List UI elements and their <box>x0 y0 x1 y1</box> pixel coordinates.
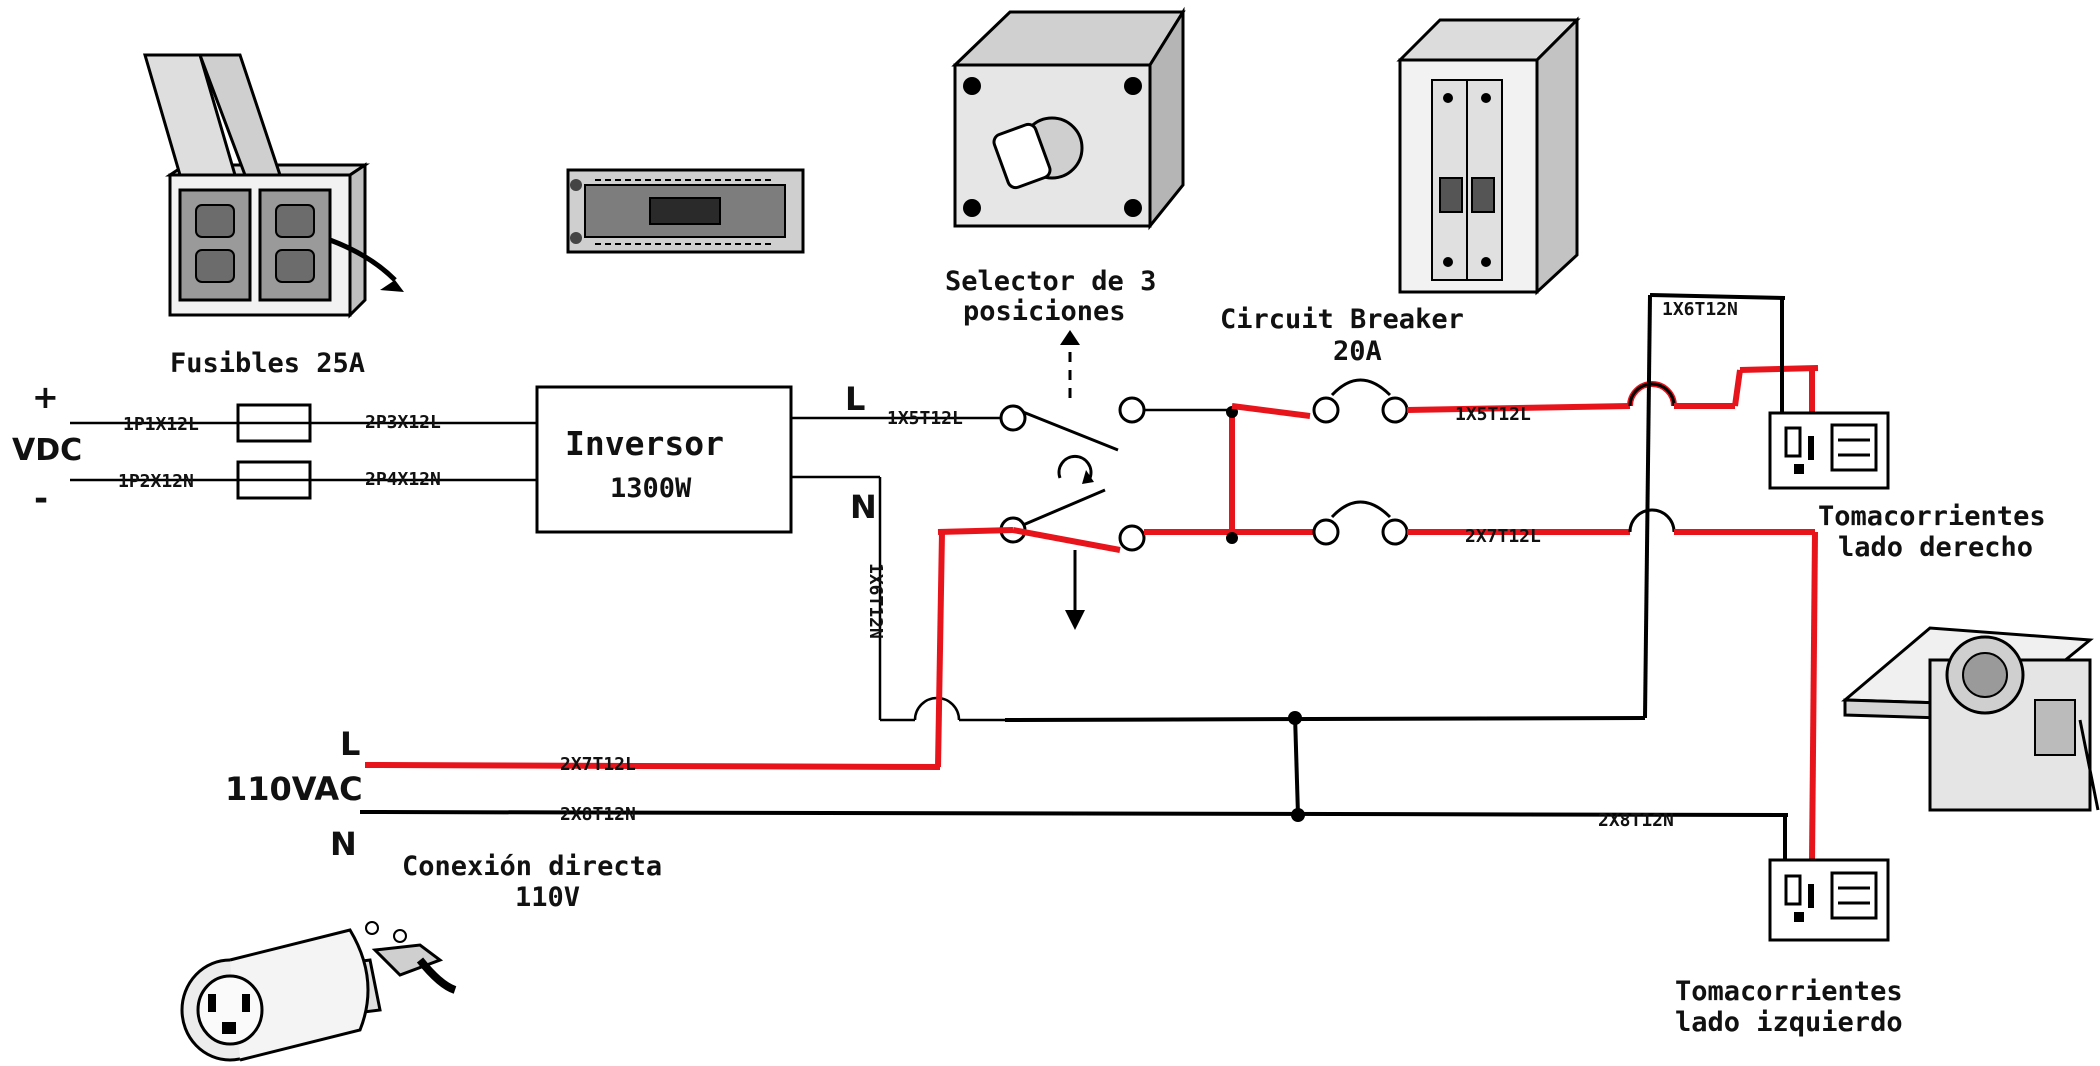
fuse-holder-picture <box>143 53 404 319</box>
inverter-neutral-terminal: N <box>850 488 877 526</box>
dc-negative-terminal: - <box>34 479 48 519</box>
inverter-line-terminal: L <box>845 380 865 418</box>
wire-code-2x8t12n-ac: 2X8T12N <box>560 804 636 825</box>
selector-label-line2: posiciones <box>963 296 1126 327</box>
selector-label-line1: Selector de 3 <box>945 266 1156 297</box>
ac-neutral-wire <box>359 810 1789 817</box>
direct-connection-label-line2: 110V <box>515 882 580 913</box>
wire-code-2p3x12l: 2P3X12L <box>365 412 441 433</box>
wire-code-2p4x12n: 2P4X12N <box>365 469 441 490</box>
ac-line-terminal: L <box>340 725 360 763</box>
vdc-label: VDC <box>12 433 82 468</box>
outlet-right-symbol <box>1768 411 1890 490</box>
inverter-label: Inversor <box>565 424 724 463</box>
inverter-power: 1300W <box>610 473 692 504</box>
wire-code-1x6t12n-vertical: 1X6T12N <box>865 563 886 639</box>
wire-code-1x5t12l: 1X5T12L <box>887 408 963 429</box>
direct-connection-label-line1: Conexión directa <box>402 851 662 882</box>
wire-code-1x5t12l-breaker: 1X5T12L <box>1455 404 1531 425</box>
circuit-breaker-symbol <box>1312 378 1409 546</box>
breaker-label-line1: Circuit Breaker <box>1220 304 1464 335</box>
outlet-left-label-line1: Tomacorrientes <box>1675 976 1903 1007</box>
neutral-bus <box>1643 294 1652 719</box>
dc-positive-terminal: + <box>32 378 59 416</box>
selector-switch-picture <box>951 6 1186 231</box>
fuses-label: Fusibles 25A <box>170 348 365 379</box>
outlet-right-label-line1: Tomacorrientes <box>1818 501 2046 532</box>
outlet-right-label-line2: lado derecho <box>1838 532 2033 563</box>
wire-code-1p2x12n: 1P2X12N <box>118 471 194 492</box>
breaker-label-line2: 20A <box>1333 336 1382 367</box>
wall-outlet-picture <box>1841 626 2100 812</box>
plug-picture <box>180 921 457 1062</box>
ac-line-wire <box>364 762 941 770</box>
outlet-left-symbol <box>1768 858 1890 942</box>
selector-switch-symbol <box>999 330 1146 630</box>
inverter-picture <box>566 168 805 254</box>
circuit-breaker-picture <box>1396 16 1581 296</box>
ac-neutral-terminal: N <box>330 825 357 863</box>
wire-code-2x7t12l-ac: 2X7T12L <box>560 754 636 775</box>
wire-code-1p1x12l: 1P1X12L <box>123 414 199 435</box>
wire-code-2x7t12l-breaker: 2X7T12L <box>1465 526 1541 547</box>
wire-code-1x6t12n: 1X6T12N <box>1662 299 1738 320</box>
outlet-left-label-line2: lado izquierdo <box>1675 1007 1903 1038</box>
ac-voltage-label: 110VAC <box>225 770 363 808</box>
inverter-box <box>535 385 793 534</box>
wire-code-2x8t12n-outlet: 2X8T12N <box>1598 810 1674 831</box>
